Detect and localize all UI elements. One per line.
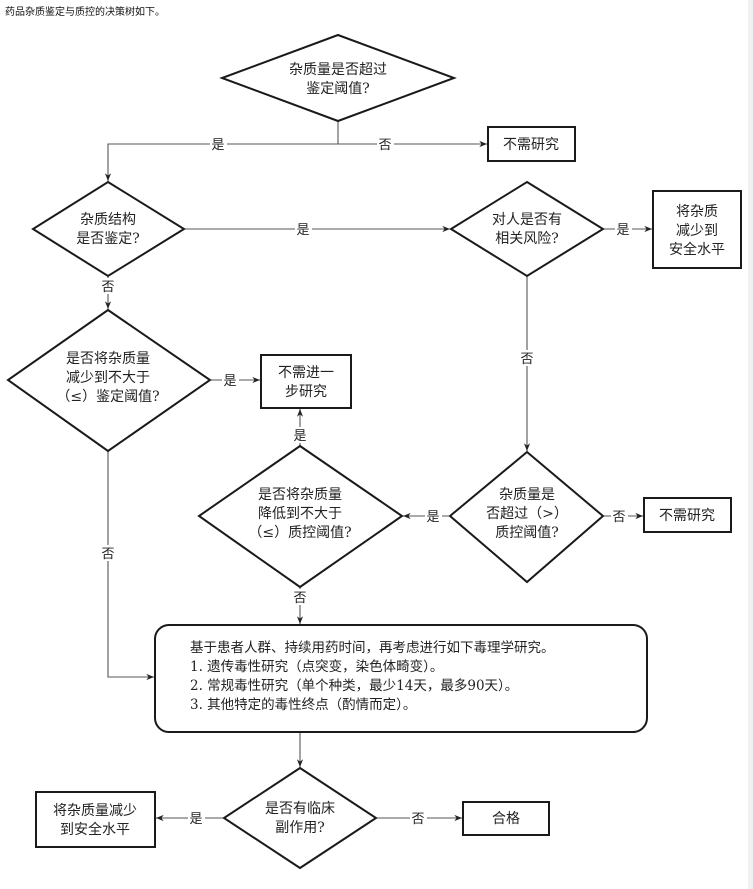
decision-impurity-exceeds-identification-threshold: 杂质量是否超过 鉴定阈值? [219, 33, 457, 123]
decision-structure-identified: 杂质结构 是否鉴定? [31, 180, 186, 278]
node-text-line: 副作用? [275, 820, 325, 836]
box-toxicology-studies: 基于患者人群、持续用药时间，再考虑进行如下毒理学研究。 1. 遗传毒性研究（点突… [154, 624, 648, 733]
node-text-line: 减少到不大于 [66, 370, 150, 386]
edge-label-d2-yes: 是 [296, 223, 309, 238]
box-no-study-needed-2: 不需研究 [643, 497, 732, 533]
node-text-line: （≤）鉴定阈值? [56, 389, 159, 405]
edge-label-d6-no: 否 [293, 591, 306, 606]
page-title: 药品杂质鉴定与质控的决策树如下。 [5, 7, 165, 18]
node-text-line: 相关风险? [495, 231, 559, 247]
edge-d1-yes [104, 143, 338, 181]
box-reduce-to-safe-level: 将杂质 减少到 安全水平 [652, 190, 742, 269]
node-text-line: （≤）质控阈值? [248, 525, 351, 541]
tox-text-line: 3. 其他特定的毒性终点（酌情而定）。 [190, 697, 416, 713]
decision-reduce-below-identification-threshold: 是否将杂质量 减少到不大于 （≤）鉴定阈值? [6, 308, 212, 453]
node-text-line: 鉴定阈值? [306, 81, 370, 97]
node-text-line: 安全水平 [669, 241, 725, 258]
decision-human-risk: 对人是否有 相关风险? [449, 180, 605, 278]
edge-label-d7-yes: 是 [189, 812, 202, 827]
box-no-study-needed: 不需研究 [487, 126, 576, 162]
node-text-line: 否超过（>） [486, 506, 568, 522]
node-text-line: 是否有临床 [265, 801, 335, 817]
node-text-line: 将杂质量减少 [53, 803, 137, 819]
box-qualified: 合格 [462, 801, 550, 836]
node-text-line: 步研究 [285, 384, 327, 400]
edge-label-d3-yes: 是 [616, 223, 629, 238]
node-text-line: 是否将杂质量 [66, 351, 150, 367]
node-text-line: 质控阈值? [495, 525, 559, 541]
node-text-line: 杂质量是否超过 [289, 62, 387, 78]
node-text-line: 将杂质 [676, 204, 718, 220]
node-text-line: 对人是否有 [492, 212, 562, 228]
decision-clinical-side-effects: 是否有临床 副作用? [222, 766, 378, 870]
scrollbar[interactable] [748, 0, 753, 889]
edge-label-d3-no: 否 [520, 352, 533, 367]
edge-label-d4-no: 否 [101, 547, 114, 562]
decision-exceeds-qualification-threshold: 杂质量是 否超过（>） 质控阈值? [448, 450, 605, 584]
node-text-line: 到安全水平 [60, 821, 130, 838]
node-text-line: 不需研究 [503, 137, 559, 153]
edge-label-d6-yes: 是 [293, 429, 306, 444]
edge-label-d5-yes: 是 [426, 510, 439, 525]
node-text-line: 是否鉴定? [76, 231, 140, 247]
node-text-line: 杂质结构 [80, 212, 136, 228]
node-text-line: 杂质量是 [499, 487, 555, 503]
edge-label-d1-yes: 是 [211, 138, 224, 153]
edge-label-d5-no: 否 [612, 510, 625, 525]
node-text-line: 减少到 [676, 223, 718, 239]
node-text-line: 降低到不大于 [258, 506, 342, 522]
tox-text-line: 基于患者人群、持续用药时间，再考虑进行如下毒理学研究。 [190, 639, 555, 656]
edge-label-d7-no: 否 [411, 812, 424, 827]
edge-label-d2-no: 否 [101, 280, 114, 295]
edge-d4-no [107, 451, 154, 681]
node-text-line: 是否将杂质量 [258, 487, 342, 503]
node-text-line: 不需研究 [659, 508, 715, 524]
node-text-line: 不需进一 [278, 365, 334, 381]
tox-text-line: 1. 遗传毒性研究（点突变，染色体畸变）。 [190, 658, 443, 675]
decision-reduce-below-qualification-threshold: 是否将杂质量 降低到不大于 （≤）质控阈值? [197, 444, 404, 589]
box-reduce-impurity-to-safe-level: 将杂质量减少 到安全水平 [35, 791, 156, 848]
node-text-line: 合格 [492, 811, 520, 827]
edge-label-d4-yes: 是 [223, 374, 236, 389]
edge-labels: 是 否 是 否 是 否 是 否 是 否 是 否 是 否 [100, 136, 632, 827]
tox-text-line: 2. 常规毒性研究（单个种类，最少14天，最多90天）。 [190, 677, 518, 694]
edge-label-d1-no: 否 [378, 138, 391, 153]
box-no-further-study: 不需进一 步研究 [260, 354, 352, 409]
